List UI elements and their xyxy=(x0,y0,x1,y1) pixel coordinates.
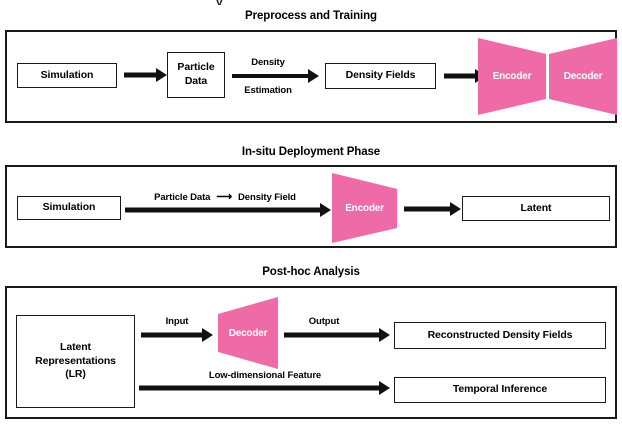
arrow-label-density: Density xyxy=(251,57,285,68)
shape-encoder-deployment-label: Encoder xyxy=(345,202,384,214)
arrow-label-density-field: Density Field xyxy=(238,192,296,203)
thin-arrow-icon: ⟶ xyxy=(216,191,233,203)
encoder-trapezoid-icon xyxy=(332,173,397,243)
shape-encoder-training[interactable]: Encoder xyxy=(478,38,546,115)
shape-decoder-post-hoc[interactable]: Decoder xyxy=(218,297,278,369)
arrow-label-estimation: Estimation xyxy=(244,85,292,96)
arrow-label-particle-data: Particle Data xyxy=(154,192,211,203)
node-latent-representations-line3: (LR) xyxy=(65,368,86,381)
arrow-label-input: Input xyxy=(165,316,189,327)
shape-decoder-training[interactable]: Decoder xyxy=(549,38,617,115)
decoder-trapezoid-icon xyxy=(218,297,278,369)
node-particle-data-line2: Data xyxy=(184,75,208,87)
shape-decoder-training-label: Decoder xyxy=(563,71,603,82)
node-latent-representations[interactable]: Latent Representations (LR) xyxy=(16,315,135,408)
encoder-trapezoid-icon xyxy=(478,38,546,115)
node-simulation-deployment[interactable]: Simulation xyxy=(17,196,121,220)
node-latent-representations-line1: Latent xyxy=(60,341,91,354)
decoder-trapezoid-icon xyxy=(549,38,617,115)
node-temporal-inference[interactable]: Temporal Inference xyxy=(394,377,606,403)
node-reconstructed-density-fields[interactable]: Reconstructed Density Fields xyxy=(394,322,606,349)
shape-encoder-training-label: Encoder xyxy=(492,71,532,82)
node-latent-representations-line2: Representations xyxy=(35,354,116,367)
node-density-fields[interactable]: Density Fields xyxy=(325,63,436,89)
crop-artifact-glyph: y xyxy=(216,0,223,5)
node-particle-data-line1: Particle xyxy=(177,61,215,74)
arrow-label-particle-data-density-field: Particle Data ⟶ Density Field xyxy=(125,191,325,204)
arrow-label-output: Output xyxy=(308,316,340,327)
node-particle-data[interactable]: Particle Data xyxy=(167,52,225,98)
section-title-post-hoc-analysis: Post-hoc Analysis xyxy=(262,266,360,278)
node-latent[interactable]: Latent xyxy=(462,196,610,221)
shape-encoder-deployment[interactable]: Encoder xyxy=(332,173,397,243)
section-title-in-situ-deployment-phase: In-situ Deployment Phase xyxy=(241,146,381,158)
shape-decoder-post-hoc-label: Decoder xyxy=(228,327,268,339)
section-title-preprocess-and-training: Preprocess and Training xyxy=(245,10,377,22)
node-simulation-training[interactable]: Simulation xyxy=(17,63,117,88)
arrow-label-low-dimensional-feature: Low-dimensional Feature xyxy=(208,370,322,381)
